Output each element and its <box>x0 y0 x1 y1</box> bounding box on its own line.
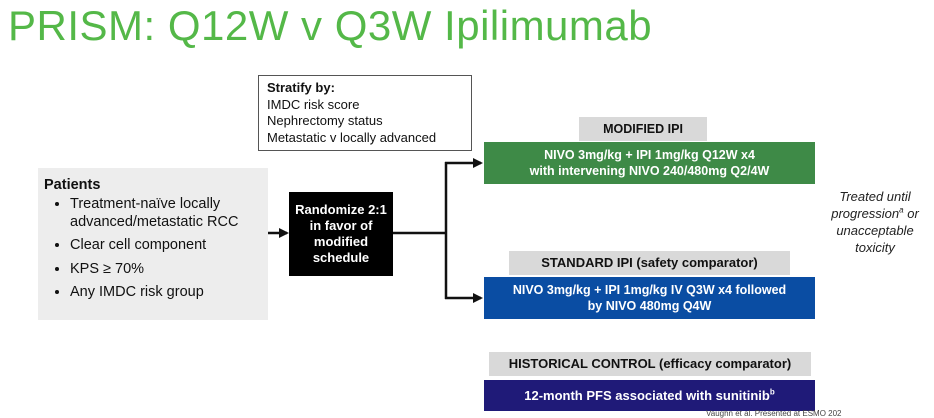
slide-title: PRISM: Q12W v Q3W Ipilimumab <box>8 2 653 49</box>
modified-ipi-label: MODIFIED IPI <box>579 117 707 141</box>
modified-arm-line: NIVO 3mg/kg + IPI 1mg/kg Q12W x4 <box>544 148 755 162</box>
treated-line: toxicity <box>855 240 895 255</box>
stratify-item: Nephrectomy status <box>267 113 383 128</box>
modified-ipi-arm: NIVO 3mg/kg + IPI 1mg/kg Q12W x4 with in… <box>484 142 815 184</box>
stratify-item: Metastatic v locally advanced <box>267 129 437 145</box>
treated-line: unacceptable <box>836 223 914 238</box>
patients-list: Treatment-naïve locally advanced/metasta… <box>44 196 262 302</box>
randomize-line: modified <box>313 234 369 249</box>
stratify-heading: Stratify by: <box>267 80 335 95</box>
patients-heading: Patients <box>44 177 101 193</box>
standard-ipi-label: STANDARD IPI (safety comparator) <box>509 251 790 275</box>
patients-item: Treatment-naïve locally advanced/metasta… <box>70 196 262 231</box>
patients-item: Any IMDC risk group <box>70 284 262 302</box>
treated-line: progressiona or <box>831 205 919 221</box>
stratify-box: Stratify by: IMDC risk score Nephrectomy… <box>258 75 472 151</box>
treated-line: Treated until <box>839 189 911 204</box>
stratify-item: IMDC risk score <box>267 96 360 112</box>
randomize-line: in favor of <box>309 218 373 233</box>
historical-control-text: 12-month PFS associated with sunitinib <box>524 387 770 403</box>
footnote-a: a <box>899 205 904 215</box>
patients-item: KPS ≥ 70% <box>70 261 262 279</box>
standard-arm-line: by NIVO 480mg Q4W <box>587 299 712 313</box>
standard-ipi-arm: NIVO 3mg/kg + IPI 1mg/kg IV Q3W x4 follo… <box>484 277 815 319</box>
randomize-line: schedule <box>312 250 370 265</box>
historical-control-box: 12-month PFS associated with sunitinibb <box>484 380 815 411</box>
modified-arm-line: with intervening NIVO 240/480mg Q2/4W <box>529 164 770 178</box>
historical-control-label: HISTORICAL CONTROL (efficacy comparator) <box>489 352 811 376</box>
randomize-box: Randomize 2:1 in favor of modified sched… <box>289 192 393 276</box>
patients-box: Patients Treatment-naïve locally advance… <box>38 168 268 320</box>
standard-arm-line: NIVO 3mg/kg + IPI 1mg/kg IV Q3W x4 follo… <box>512 283 787 297</box>
patients-item: Clear cell component <box>70 237 262 255</box>
treated-until-note: Treated until progressiona or unacceptab… <box>816 188 934 256</box>
randomize-line: Randomize 2:1 <box>295 202 387 217</box>
footnote-b: b <box>769 387 775 397</box>
citation-footer: Vaughn et al. Presented at ESMO 202 <box>706 409 842 418</box>
